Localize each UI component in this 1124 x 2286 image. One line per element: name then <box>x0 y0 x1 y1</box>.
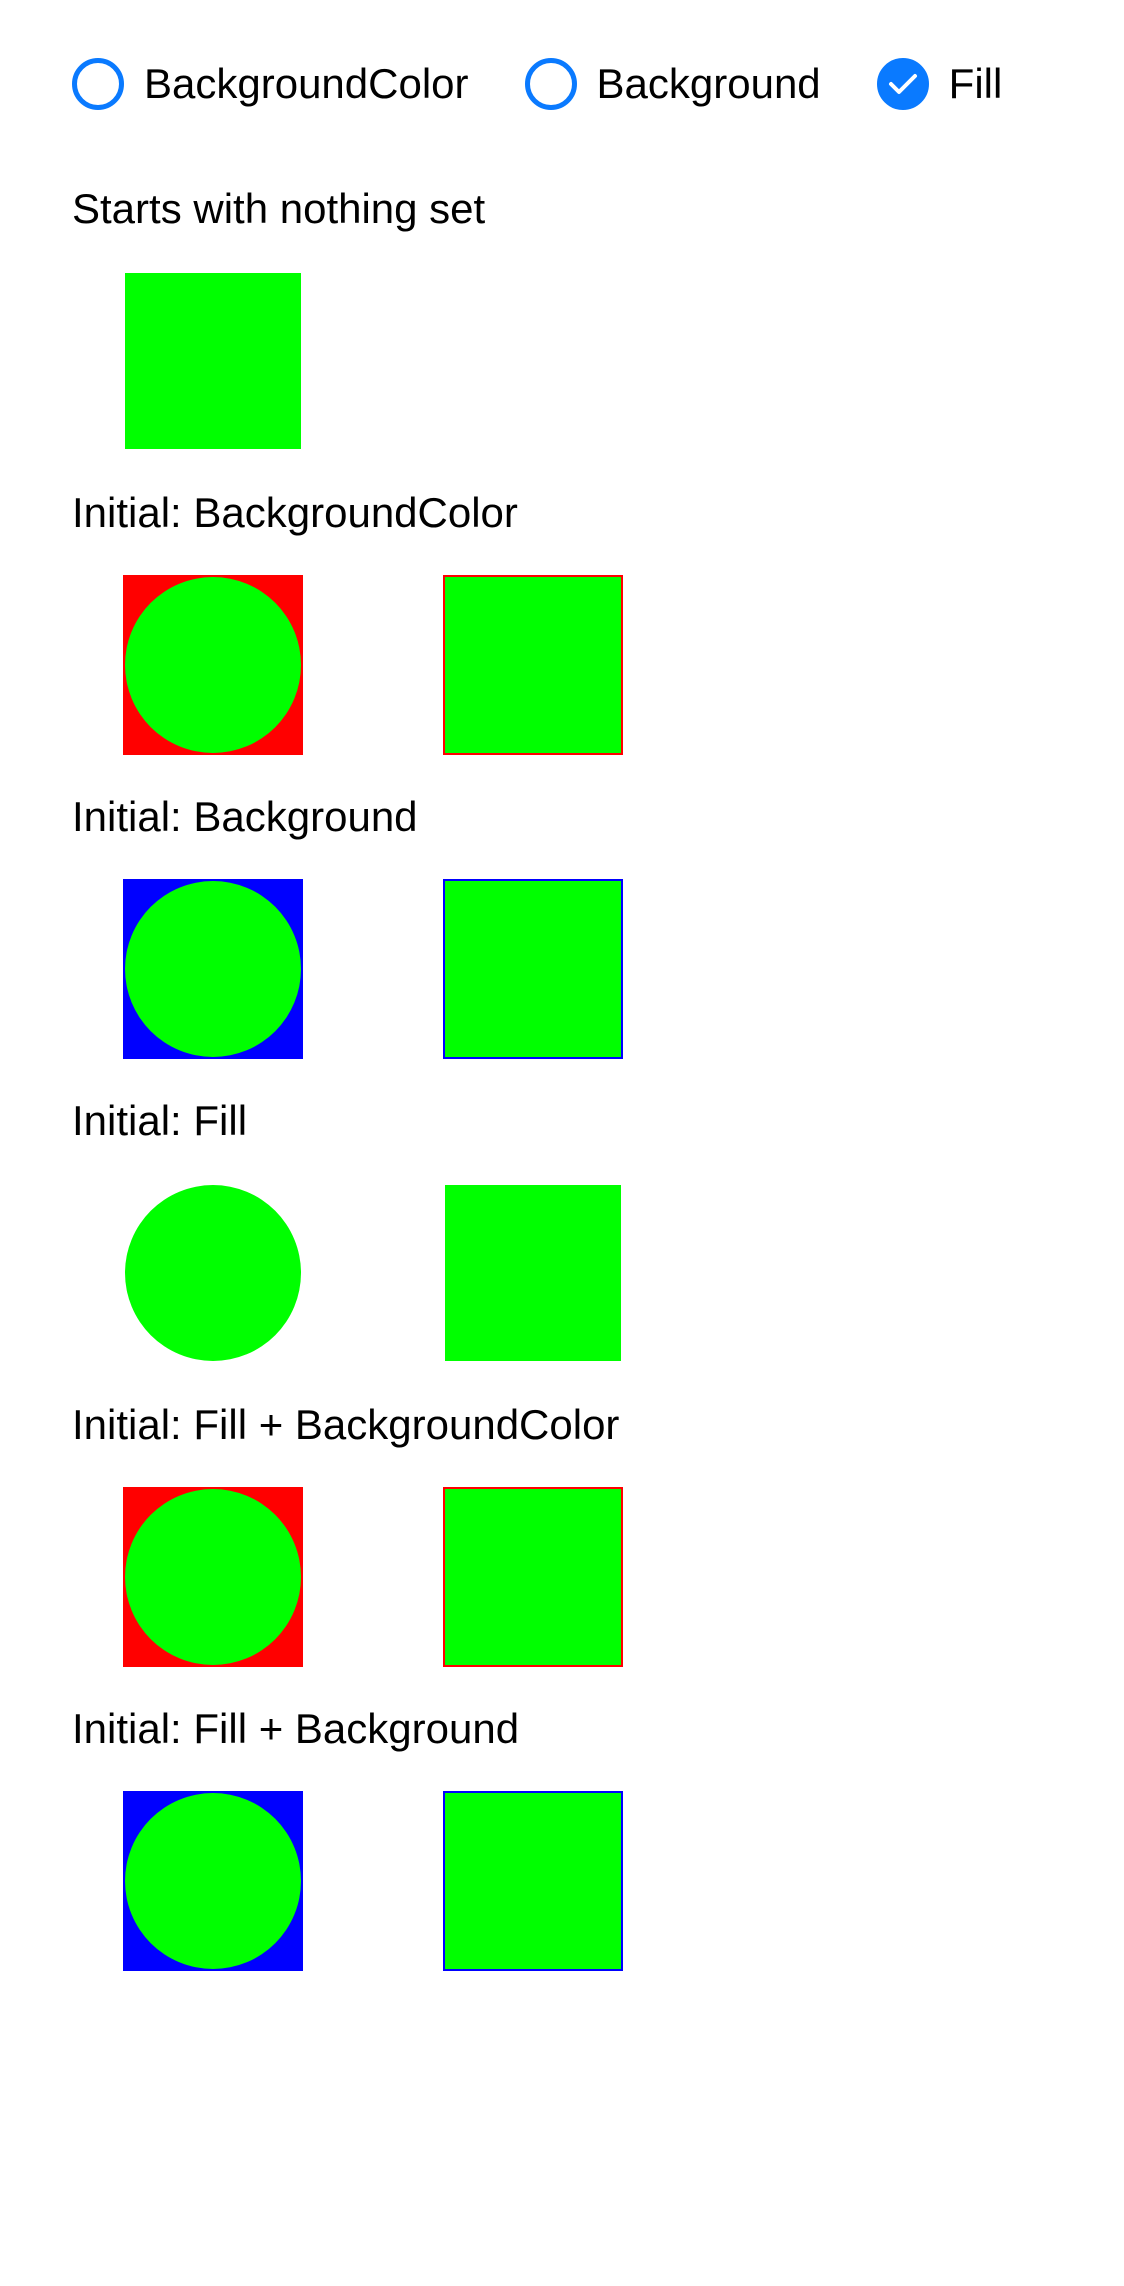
radio-checked-icon[interactable] <box>876 58 929 110</box>
fill-background-square-tile <box>443 1791 623 1971</box>
background-circle-tile <box>123 879 303 1059</box>
fill-circle <box>125 577 301 753</box>
fill-backgroundcolor-square-tile <box>443 1487 623 1667</box>
section-title-initial-fill: Initial: Fill <box>72 1097 248 1144</box>
fill-circle <box>125 1489 301 1665</box>
radio-option-fill[interactable]: Fill <box>876 58 1003 110</box>
fill-background-circle-tile <box>123 1791 303 1971</box>
radio-unchecked-icon[interactable] <box>524 58 577 110</box>
background-square-tile <box>443 879 623 1059</box>
section-title-initial-background: Initial: Background <box>72 793 418 840</box>
backgroundcolor-circle-tile <box>123 575 303 755</box>
radio-option-backgroundcolor[interactable]: BackgroundColor <box>72 58 469 110</box>
fill-circle <box>125 1793 301 1969</box>
fill-mode-radio-group: BackgroundColor Background Fill <box>72 54 1002 114</box>
radio-label-fill: Fill <box>948 60 1003 107</box>
fill-square <box>125 273 301 449</box>
radio-label-background: Background <box>596 60 821 107</box>
section-title-initial-fill-backgroundcolor: Initial: Fill + BackgroundColor <box>72 1401 620 1448</box>
fill-square <box>445 1185 621 1361</box>
section-title-initial-fill-background: Initial: Fill + Background <box>72 1705 520 1752</box>
section-title-initial-backgroundcolor: Initial: BackgroundColor <box>72 489 518 536</box>
radio-option-background[interactable]: Background <box>524 58 821 110</box>
checkmark-icon <box>888 74 917 94</box>
fill-backgroundcolor-circle-tile <box>123 1487 303 1667</box>
fill-circle <box>125 881 301 1057</box>
fill-circle <box>125 1185 301 1361</box>
backgroundcolor-square-tile <box>443 575 623 755</box>
radio-unchecked-icon[interactable] <box>72 58 124 110</box>
radio-label-backgroundcolor: BackgroundColor <box>144 60 469 107</box>
section-title-nothing-set: Starts with nothing set <box>72 185 486 232</box>
